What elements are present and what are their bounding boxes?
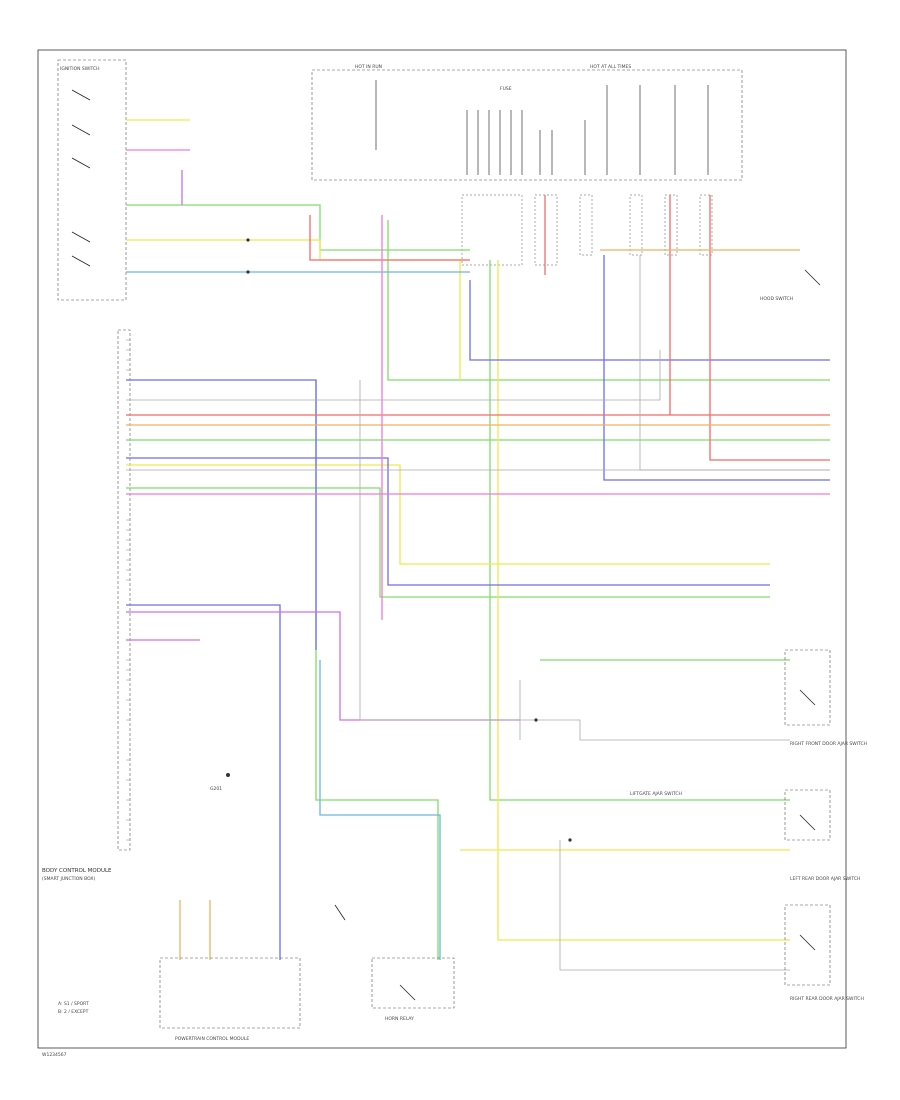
bcm-module-lower <box>117 329 131 851</box>
hot-at-all-times-label: HOT AT ALL TIMES <box>590 64 631 70</box>
wire-blue-4 <box>469 280 830 361</box>
bcm-module <box>57 59 127 301</box>
wire-green-5 <box>489 260 790 801</box>
horn-relay-label: HORN RELAY <box>385 1016 414 1022</box>
footer-code: W1234567 <box>42 1052 67 1058</box>
wire-blue-1 <box>126 604 281 960</box>
wire-green-3 <box>126 487 770 598</box>
wire-gray-2 <box>359 380 790 741</box>
bcm-title: BODY CONTROL MODULE <box>42 868 112 874</box>
splices <box>246 238 572 842</box>
powertrain-label: POWERTRAIN CONTROL MODULE <box>175 1036 249 1042</box>
wire-yellow-5 <box>497 260 790 941</box>
wire-red-5 <box>709 195 830 461</box>
liftgate-label: LIFTGATE AJAR SWITCH <box>630 791 682 797</box>
wire-gray-4 <box>559 840 790 971</box>
ignition-switch <box>71 89 91 267</box>
wire-green-1 <box>126 204 470 251</box>
connector-blocks <box>461 194 713 266</box>
wire-gray-5 <box>639 255 830 471</box>
wire-red-2 <box>309 215 470 261</box>
fuse-box <box>311 69 743 181</box>
bcm-pins <box>126 339 130 841</box>
legend-item-1: A: S1 / SPORT <box>58 1001 89 1007</box>
ground-symbol <box>226 773 230 777</box>
left-rear-door-label: LEFT REAR DOOR AJAR SWITCH <box>790 876 860 882</box>
right-rear-door-label: RIGHT REAR DOOR AJAR SWITCH <box>790 996 864 1002</box>
bcm-subtitle: (SMART JUNCTION BOX) <box>42 876 95 882</box>
wire-blue-3 <box>126 457 770 586</box>
fuse-box-label: FUSE <box>500 86 512 92</box>
wire-yellow-2 <box>126 464 770 565</box>
horn-relay-module <box>371 957 455 1009</box>
wire-harness <box>126 119 830 971</box>
wire-gray-1 <box>126 350 661 401</box>
fuse-stubs <box>375 80 709 175</box>
diagram-border <box>37 49 847 1049</box>
wire-cyan-2 <box>319 660 441 960</box>
powertrain-module <box>159 957 301 1029</box>
ground-label: G201 <box>210 786 222 792</box>
door-switch-boxes <box>784 269 831 986</box>
wire-green-4 <box>387 220 830 381</box>
right-front-door-label: RIGHT FRONT DOOR AJAR SWITCH <box>790 741 867 747</box>
hot-in-run-label: HOT IN RUN <box>355 64 382 70</box>
ignition-switch-label: IGNITION SWITCH <box>60 66 100 72</box>
wire-blue-5 <box>603 255 830 481</box>
hood-switch-label: HOOD SWITCH <box>760 296 793 302</box>
wire-green-6 <box>315 380 439 960</box>
wire-violet-1 <box>126 611 520 721</box>
legend-item-2: B: 2 / EXCEPT <box>58 1009 89 1015</box>
wire-blue-2 <box>126 379 317 650</box>
